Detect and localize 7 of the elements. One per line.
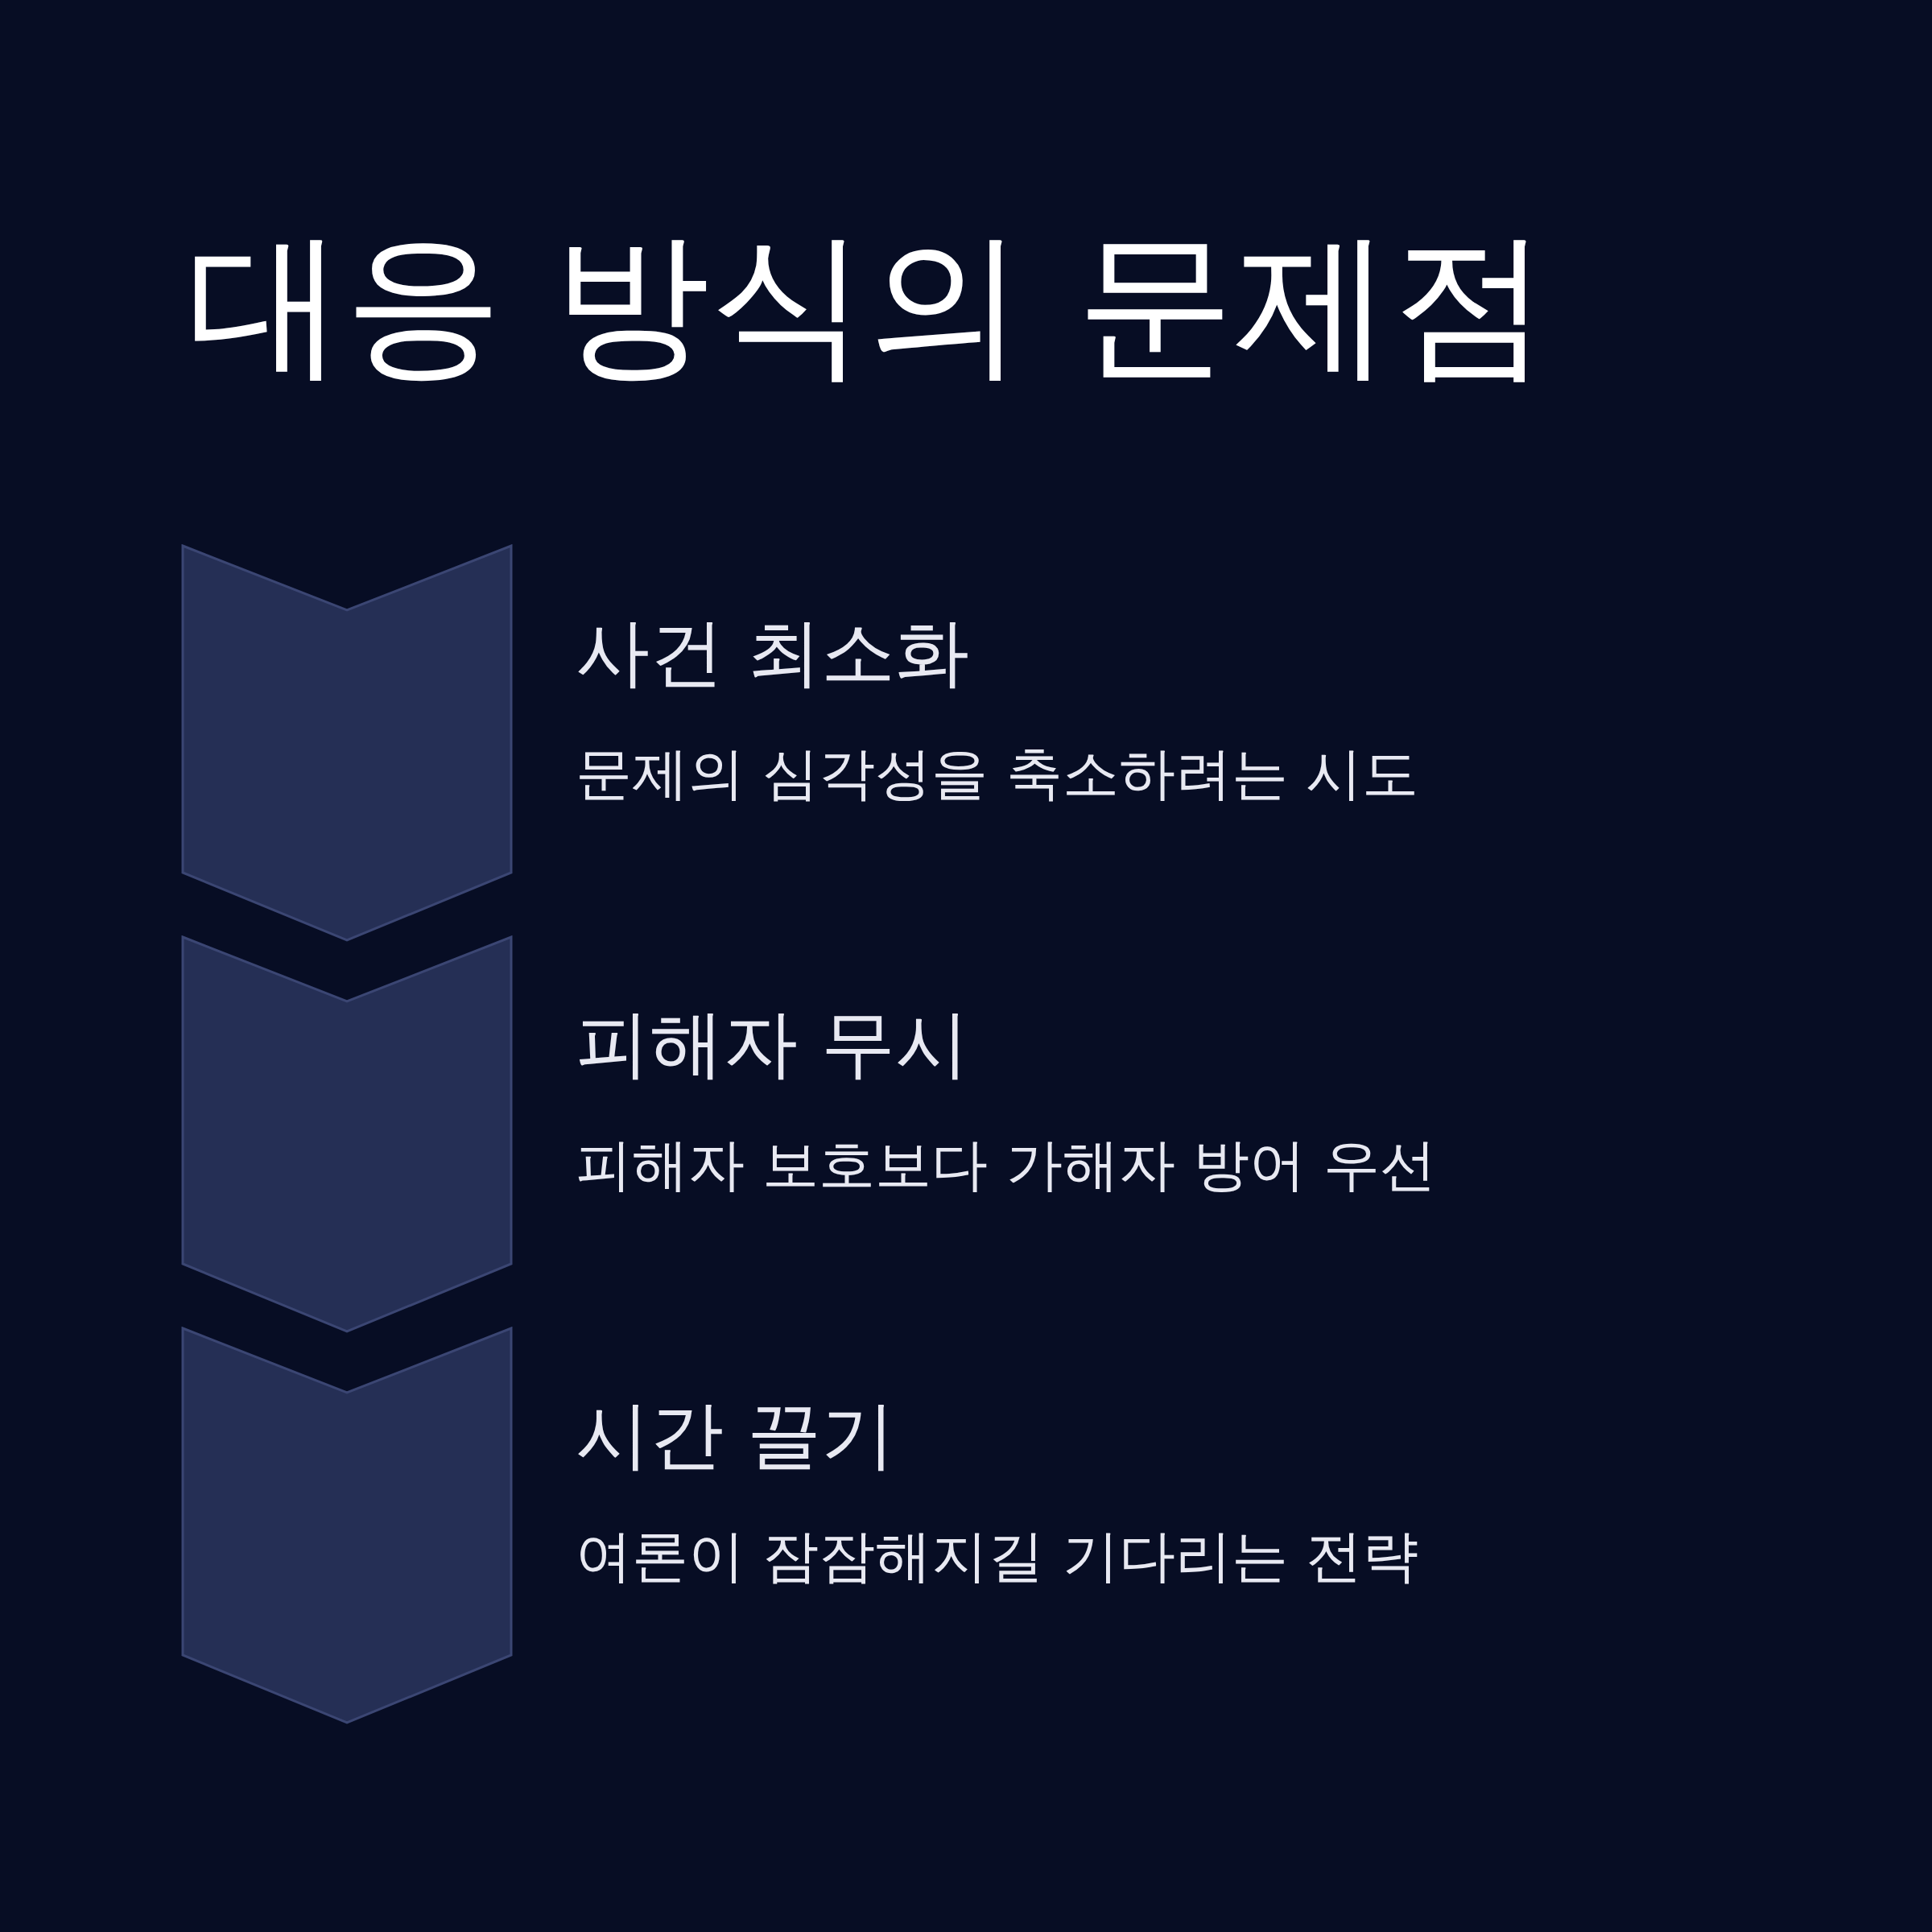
step-description: 여론이 잠잠해지길 기다리는 전략 xyxy=(576,1524,1418,1589)
step-heading: 피해자 무시 xyxy=(576,1001,970,1087)
step-heading: 사건 최소화 xyxy=(576,610,970,696)
title: 대응 방식의 문제점 xyxy=(187,217,1550,391)
step-description: 문제의 심각성을 축소하려는 시도 xyxy=(576,741,1418,807)
step-heading: 시간 끌기 xyxy=(576,1393,896,1478)
step-description: 피해자 보호보다 가해자 방어 우선 xyxy=(576,1133,1436,1198)
